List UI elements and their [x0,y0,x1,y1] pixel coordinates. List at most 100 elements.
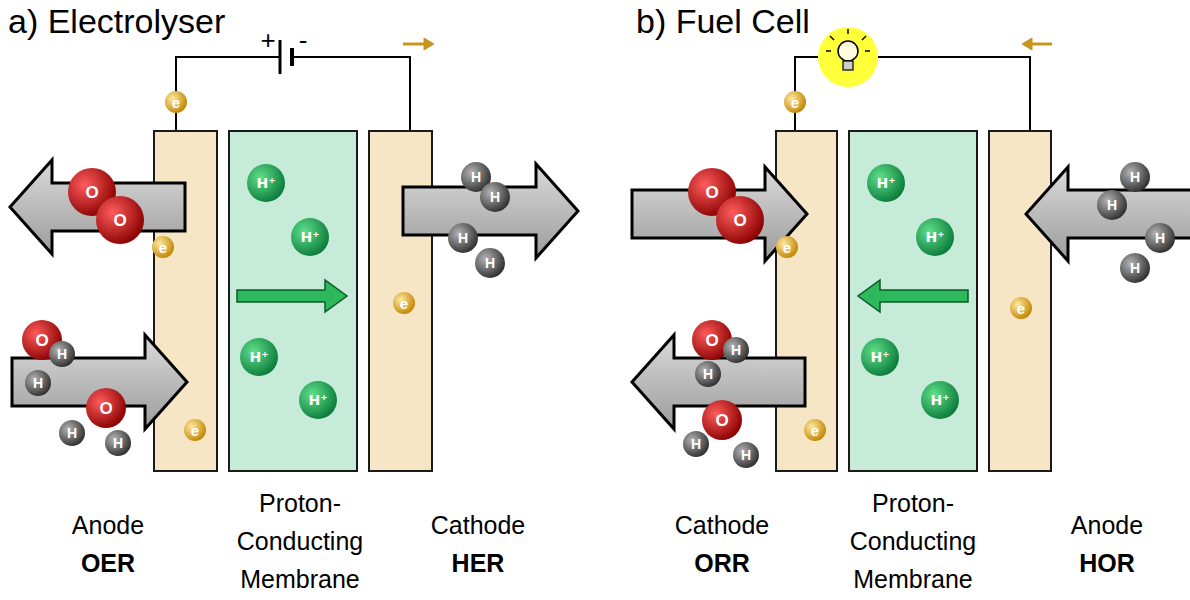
light-bulb [862,36,866,40]
circuit-wire [176,57,280,130]
electron [1010,297,1032,319]
oxygen-atom [716,196,764,244]
battery-symbol [280,40,292,74]
oxygen-atom [86,388,126,428]
electron [804,419,826,441]
hydrogen-atom [683,431,709,457]
electron [184,419,206,441]
hydrogen-symbol: H [703,367,713,381]
proton-symbol: H⁺ [876,176,895,190]
oxygen-symbol: O [85,184,98,201]
band-caption: AnodeOER [72,506,145,582]
electron [152,236,174,258]
electron [784,91,806,113]
battery-symbol [290,48,294,66]
proton-symbol: H⁺ [256,176,275,190]
hydrogen-atom [475,248,505,278]
electron [393,292,415,314]
part-name: Cathode [431,506,526,544]
electron-flow-arrow [1031,43,1052,46]
hydrogen-symbol: H [33,376,43,390]
band-caption: CathodeORR [675,506,770,582]
hydrogen-symbol: H [1107,198,1117,212]
electron-symbol: e [159,240,167,255]
oxygen-atom [22,168,764,440]
hydrogen-atom [695,361,721,387]
electron [152,91,1032,441]
hydrogen-atom [25,162,1175,468]
electrode-layer [153,130,218,472]
band-caption: Proton-Conducting Membrane [838,484,988,598]
oxygen-symbol: O [733,212,746,229]
flow-arrow [632,167,807,261]
light-bulb [865,50,870,52]
part-name: Anode [1071,506,1144,544]
band-caption: CathodeHER [431,506,526,582]
hydrogen-atom [723,337,749,363]
hydrogen-atom [1097,190,1127,220]
electron-symbol: e [191,423,199,438]
electrode-layer [775,130,838,472]
hydrogen-atom [448,223,478,253]
oxygen-symbol: O [705,184,718,201]
hydrogen-symbol: H [1130,170,1140,184]
proton-ion [247,164,285,202]
circuit-wire [878,57,1030,130]
electron-symbol: e [783,240,791,255]
oxygen-symbol: O [705,332,718,349]
circuit-wire [176,57,1030,130]
circuit-wire [292,57,410,130]
hydrogen-symbol: H [67,426,77,440]
hydrogen-atom [1145,223,1175,253]
electron-symbol: e [1017,301,1025,316]
light-bulb [847,29,849,34]
part-name: Proton-Conducting Membrane [225,484,375,598]
hydrogen-atom [25,370,51,396]
hydrogen-atom [59,420,85,446]
part-name: Proton-Conducting Membrane [838,484,988,598]
hydrogen-symbol: H [471,170,481,184]
oxygen-symbol: O [715,412,728,429]
hydrogen-atom [1120,162,1150,192]
hydrogen-symbol: H [490,190,500,204]
part-name: Cathode [675,506,770,544]
hydrogen-symbol: H [1130,261,1140,275]
polarity-sign: + [260,27,275,53]
light-bulb [838,41,858,61]
electron-symbol: e [811,423,819,438]
proton-ion [291,218,329,256]
electron-flow-arrow [424,38,434,50]
oxygen-atom [96,196,144,244]
proton-ion [916,218,954,256]
oxygen-atom [702,400,742,440]
light-bulb [818,27,878,87]
hydrogen-symbol: H [113,436,123,450]
hydrogen-symbol: H [731,343,741,357]
proton-ion [240,164,959,419]
hydrogen-atom [480,182,510,212]
reaction-name: ORR [675,544,770,582]
reaction-name: OER [72,544,145,582]
light-bulb [830,36,834,40]
proton-symbol: H⁺ [930,393,949,407]
electron-symbol: e [791,95,799,110]
hydrogen-atom [733,442,759,468]
membrane-band: Proton-Conducting Membrane [832,130,994,600]
proton-ion [921,381,959,419]
proton-ion [867,164,905,202]
polarity-sign: - [299,27,308,53]
electron-symbol: e [400,296,408,311]
proton-ion [299,381,337,419]
band-caption: Proton-Conducting Membrane [225,484,375,598]
proton-symbol: H⁺ [300,230,319,244]
electron [776,236,798,258]
band-caption: AnodeHOR [1071,506,1144,582]
hydrogen-symbol: H [741,448,751,462]
proton-flow-arrow [237,280,968,312]
hydrogen-atom [1120,253,1150,283]
oxygen-symbol: O [35,332,48,349]
hydrogen-symbol: H [458,231,468,245]
proton-symbol: H⁺ [249,350,268,364]
